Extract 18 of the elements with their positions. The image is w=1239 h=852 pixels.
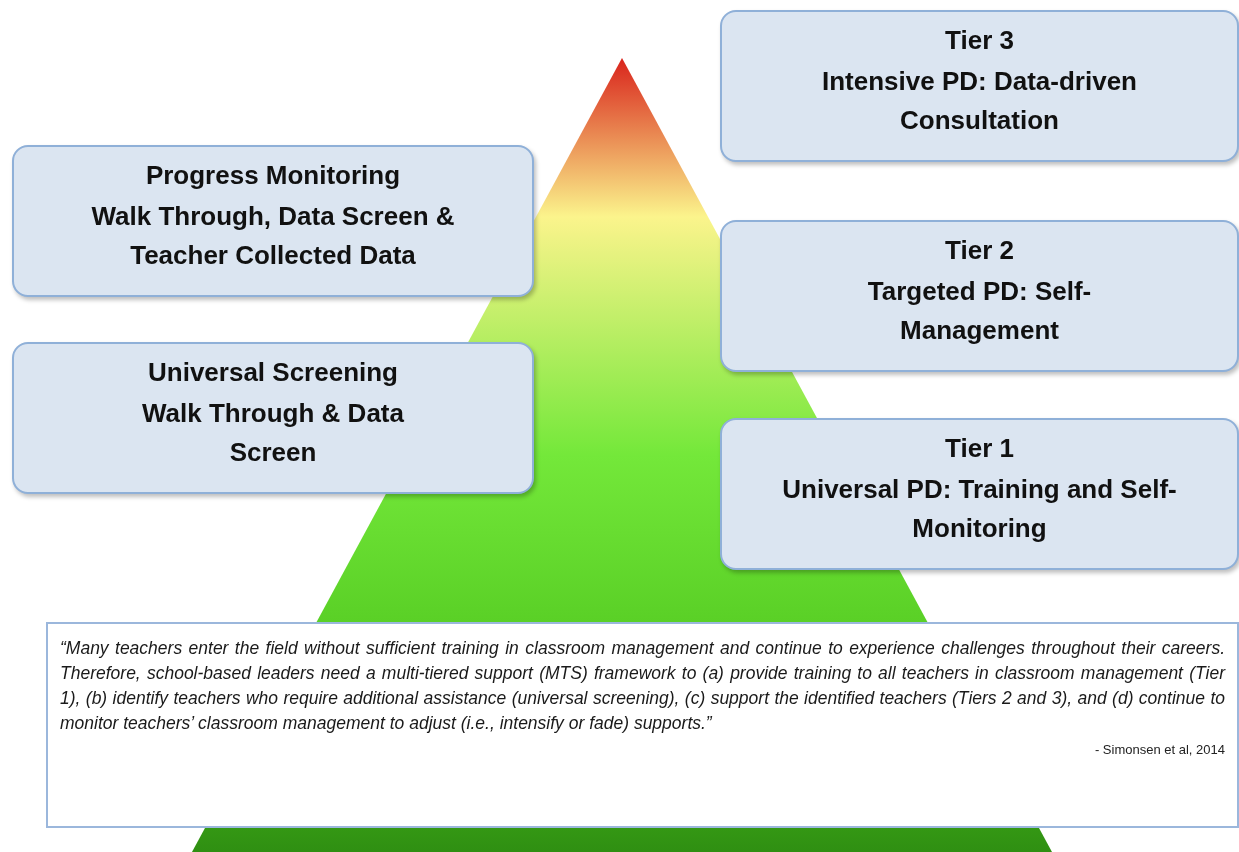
quote-text: “Many teachers enter the field without sufficient training in classroom management and continue to experience challenges throughout their careers. Therefore, school-based leaders need a multi-tiered support (MTS) framework to (a) provide training to all teachers in classroom management (Tier 1), (b) identify teachers who require additional assistance (universal screening), (c) support the identified teachers (Tiers 2 and 3), and (d) continue to monitor teachers’ classroom management to adjust (i.e., intensify or fade) supports.”	[60, 637, 1225, 735]
info-box	[720, 220, 1239, 372]
box-description: Universal PD: Training and Self-Monitoring	[781, 473, 1178, 545]
box-heading: Progress Monitoring	[145, 159, 401, 192]
box-heading: Tier 1	[945, 432, 1014, 465]
box-description: Walk Through & Data Screen	[141, 397, 405, 469]
box-heading: Tier 3	[945, 24, 1014, 57]
quote-box	[46, 622, 1239, 828]
box-description: Targeted PD: Self-Management	[866, 275, 1093, 347]
info-box	[12, 342, 534, 494]
box-description: Intensive PD: Data-driven Consultation	[821, 65, 1138, 137]
info-box	[720, 418, 1239, 570]
box-heading: Universal Screening	[148, 356, 398, 389]
info-box	[12, 145, 534, 297]
box-description: Walk Through, Data Screen & Teacher Collected Data	[90, 200, 456, 272]
box-heading: Tier 2	[945, 234, 1014, 267]
info-box	[720, 10, 1239, 162]
citation: - Simonsen et al, 2014	[1094, 741, 1225, 759]
